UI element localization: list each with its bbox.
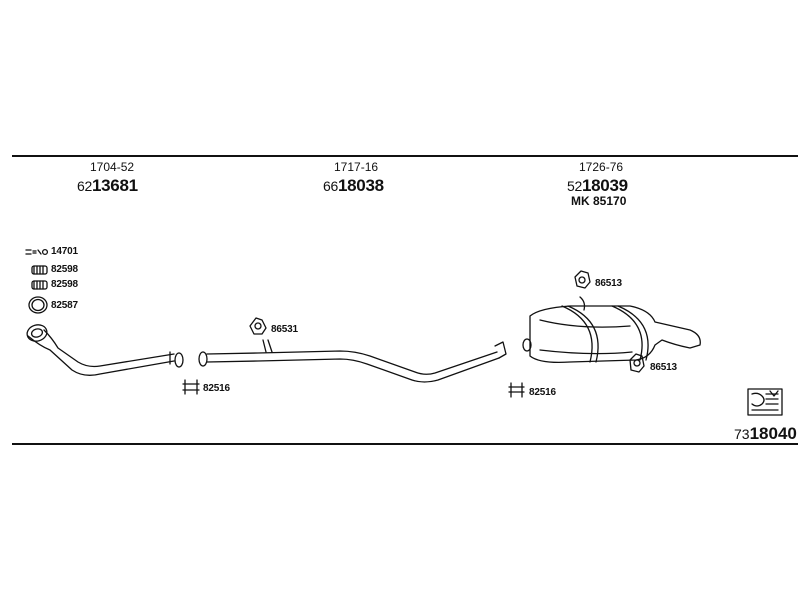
part-label-86513-b: 86513 [650, 362, 677, 373]
bottom-rule [12, 443, 798, 445]
part-label-82516-a: 82516 [203, 383, 230, 394]
u-bolt-clamp-icon [182, 379, 200, 395]
column-3-code: 1726-76 [579, 160, 624, 174]
spring-clamp-icon [31, 265, 48, 275]
front-pipe [26, 324, 184, 376]
column-3-part-number: 5218039 [567, 176, 628, 196]
rear-silencer [522, 296, 701, 364]
part-label-82587: 82587 [51, 300, 78, 311]
diagram-number-prefix: 73 [734, 426, 750, 442]
diagram-number-value: 18040 [749, 424, 797, 443]
part-label-82598-a: 82598 [51, 264, 78, 275]
column-3-prefix: 52 [567, 178, 582, 194]
part-label-82516-b: 82516 [529, 387, 556, 398]
rubber-hanger-icon [629, 353, 645, 373]
manual-book-icon [747, 388, 783, 416]
ring-clamp-icon [25, 248, 49, 256]
part-label-82598-b: 82598 [51, 279, 78, 290]
rubber-hanger-icon [574, 270, 591, 289]
gasket-ring-icon [28, 296, 48, 314]
spring-clamp-icon [31, 280, 48, 290]
u-bolt-clamp-icon [508, 382, 525, 398]
part-label-14701: 14701 [51, 246, 78, 257]
column-1-prefix: 62 [77, 178, 92, 194]
diagram-number: 7318040 [734, 424, 797, 444]
column-1-number: 13681 [91, 176, 138, 195]
column-3-kit-number: MK 85170 [571, 194, 627, 208]
part-label-86513-a: 86513 [595, 278, 622, 289]
column-2-number: 18038 [337, 176, 384, 195]
column-2-prefix: 66 [323, 178, 338, 194]
rubber-hanger-icon [249, 317, 267, 335]
column-2-part-number: 6618038 [323, 176, 384, 196]
column-2-code: 1717-16 [334, 160, 379, 174]
part-label-86531: 86531 [271, 324, 298, 335]
middle-pipe [198, 339, 507, 383]
column-1-part-number: 6213681 [77, 176, 138, 196]
column-3-number: 18039 [581, 176, 628, 195]
top-rule [12, 155, 798, 157]
column-1-code: 1704-52 [90, 160, 135, 174]
